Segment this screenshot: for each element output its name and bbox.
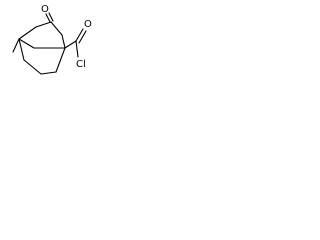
carbonyl-oxygen-label: O <box>84 19 92 30</box>
bond-c1-bridge <box>18 38 35 49</box>
bond-carbonyl-double-2 <box>78 30 87 44</box>
molecule-structure-diagram: O O Cl <box>12 4 92 75</box>
bond-c2-c3 <box>35 21 52 28</box>
bond-c3-c4 <box>50 21 63 36</box>
chlorine-label: Cl <box>76 59 86 70</box>
bond-carbonyl-chlorine <box>75 40 79 58</box>
bond-carbonyl-double-1 <box>75 28 84 42</box>
bond-c1-left-lower <box>18 38 25 61</box>
bond-ketone-double-1 <box>45 13 51 23</box>
bond-c1-c2 <box>18 26 37 40</box>
bond-c5-carbonyl-carbon <box>64 40 77 49</box>
bond-c8-c5 <box>55 47 66 73</box>
bond-c7-c8 <box>40 71 57 75</box>
ketone-oxygen-label: O <box>41 4 49 15</box>
bond-c4-c5 <box>61 34 66 49</box>
bond-c1-methyl <box>12 38 20 53</box>
bond-c6-c7 <box>23 59 42 75</box>
bond-ketone-double-2 <box>48 12 54 22</box>
